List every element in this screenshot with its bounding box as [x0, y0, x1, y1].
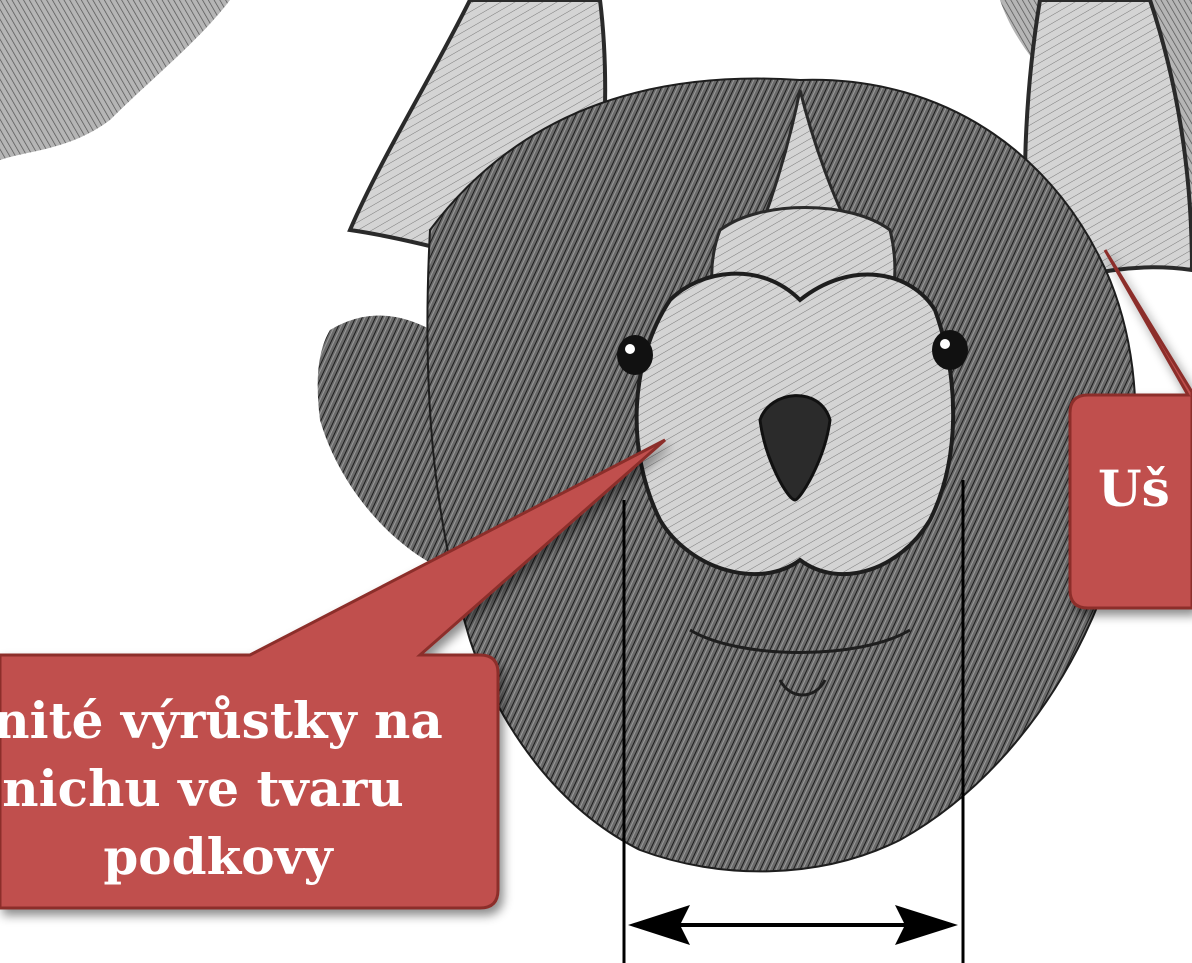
left-eye-highlight [625, 344, 635, 354]
left-eye [617, 335, 653, 375]
callout-left-line-2: nichu ve tvaru [2, 759, 403, 818]
callout-left-line-3: podkovy [103, 827, 334, 886]
right-eye-highlight [940, 339, 950, 349]
callout-left-line-1: nité výrůstky na [0, 691, 443, 750]
callout-right-line-1: Uš [1098, 459, 1170, 518]
fur-patch-top-left [0, 0, 230, 160]
right-eye [932, 330, 968, 370]
